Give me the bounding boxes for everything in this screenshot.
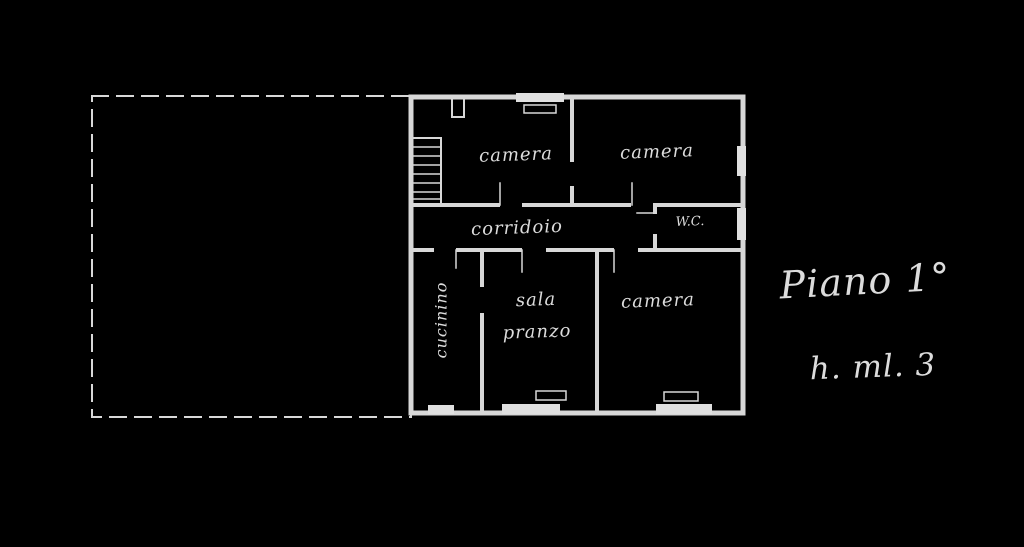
interior-walls	[409, 95, 745, 415]
room-label-sala: sala	[515, 288, 557, 312]
radiators	[523, 104, 699, 402]
room-label-camera-top-left: camera	[478, 143, 554, 167]
stair-hatch	[410, 137, 442, 207]
floor-annotation: Piano 1°	[778, 254, 952, 308]
room-label-cucinino: cucinino	[431, 281, 451, 359]
height-annotation: h. ml. 3	[809, 346, 937, 388]
outer-walls	[408, 94, 746, 416]
room-label-camera-bottom: camera	[620, 289, 696, 313]
dashed-boundary	[91, 95, 412, 418]
room-label-wc: W.C.	[675, 214, 705, 230]
room-label-camera-top-right: camera	[619, 140, 695, 164]
room-label-corridoio: corridoio	[470, 215, 564, 241]
door-leaves	[455, 182, 656, 273]
room-label-pranzo: pranzo	[502, 320, 572, 344]
windows	[428, 93, 746, 414]
